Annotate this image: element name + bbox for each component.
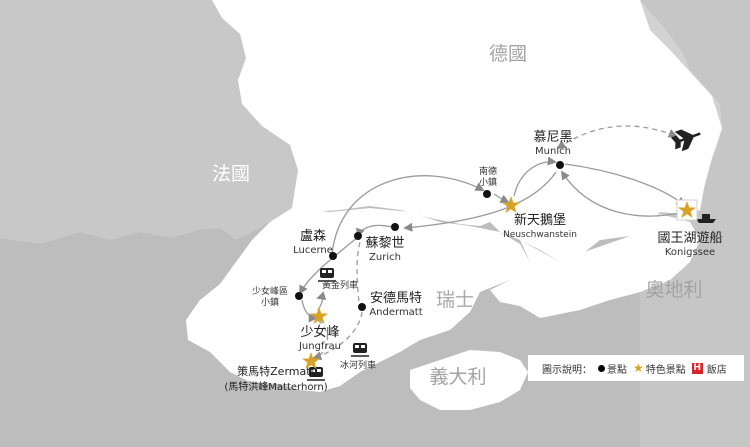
train-icon-golden-pass: [318, 268, 336, 282]
train-icon-glacier: [351, 343, 369, 357]
boat-icon: [696, 214, 716, 223]
label-zurich-zh: 蘇黎世: [365, 236, 404, 251]
country-label-france: 法國: [212, 163, 250, 185]
legend-featured: ★ 特色景點: [633, 361, 686, 376]
label-zermatt-1: 策馬特Zermatt: [237, 364, 315, 378]
star-zermatt: [302, 352, 320, 369]
dot-andermatt: [358, 303, 366, 311]
star-jungfrau: [310, 307, 328, 324]
label-munich-zh: 慕尼黑: [533, 130, 572, 145]
country-label-italy: 義大利: [429, 366, 486, 388]
star-neuschwanstein: [502, 196, 520, 213]
dot-zurich: [391, 223, 399, 231]
star-icon: ★: [633, 361, 644, 375]
map-legend: 圖示說明： 景點 ★ 特色景點 H 飯店: [528, 355, 744, 381]
legend-attraction: 景點: [598, 361, 627, 376]
label-nansen-1: 南德: [479, 165, 497, 177]
label-neuschwanstein-en: Neuschwanstein: [503, 230, 577, 240]
dot-nansen: [483, 190, 491, 198]
label-lucerne-en: Lucerne: [293, 245, 333, 256]
attraction-dot-icon: [598, 364, 605, 372]
label-nansen-2: 小鎮: [479, 176, 497, 188]
country-label-switzerland: 瑞士: [436, 289, 474, 311]
legend-attraction-label: 景點: [607, 364, 627, 376]
country-label-austria: 奧地利: [645, 279, 702, 301]
route-lines: [299, 125, 686, 361]
train-icon-zermatt: [307, 367, 325, 381]
hotel-icon: H: [691, 362, 703, 374]
label-zurich-en: Zurich: [369, 252, 401, 263]
star-konigssee: [678, 201, 696, 218]
label-jungfrau-town-2: 小鎮: [261, 296, 279, 308]
dot-munich: [556, 161, 564, 169]
attraction-dots: [295, 161, 564, 311]
dot-lucerne: [329, 252, 337, 260]
label-lucerne-zh: 盧森: [300, 229, 326, 244]
label-jungfrau-en: Jungfrau: [298, 341, 341, 352]
label-konigssee-zh: 國王湖遊船: [657, 231, 722, 246]
label-golden-pass: 黃金列車: [322, 279, 358, 291]
legend-hotel-label: 飯店: [706, 364, 727, 376]
legend-hotel: H 飯店: [691, 361, 727, 376]
label-konigssee-en: Konigssee: [665, 247, 715, 258]
featured-stars: [302, 196, 698, 369]
dot-andermatt-north: [354, 232, 362, 240]
label-andermatt-en: Andermatt: [369, 307, 422, 318]
label-glacier-express: 冰河列車: [340, 359, 376, 371]
legend-featured-label: 特色景點: [645, 364, 686, 376]
label-zermatt-2: (馬特洪峰Matterhorn): [224, 381, 327, 393]
label-munich-en: Munich: [535, 146, 571, 157]
country-label-germany: 德國: [489, 43, 527, 65]
legend-title: 圖示說明：: [542, 364, 592, 376]
label-neuschwanstein-zh: 新天鵝堡: [514, 212, 566, 228]
label-jungfrau-town-1: 少女峰區: [252, 285, 288, 297]
dot-jungfrau-town: [295, 292, 303, 300]
label-jungfrau-zh: 少女峰: [300, 324, 339, 340]
label-andermatt-zh: 安德馬特: [370, 291, 422, 306]
airplane-icon: [670, 129, 701, 152]
